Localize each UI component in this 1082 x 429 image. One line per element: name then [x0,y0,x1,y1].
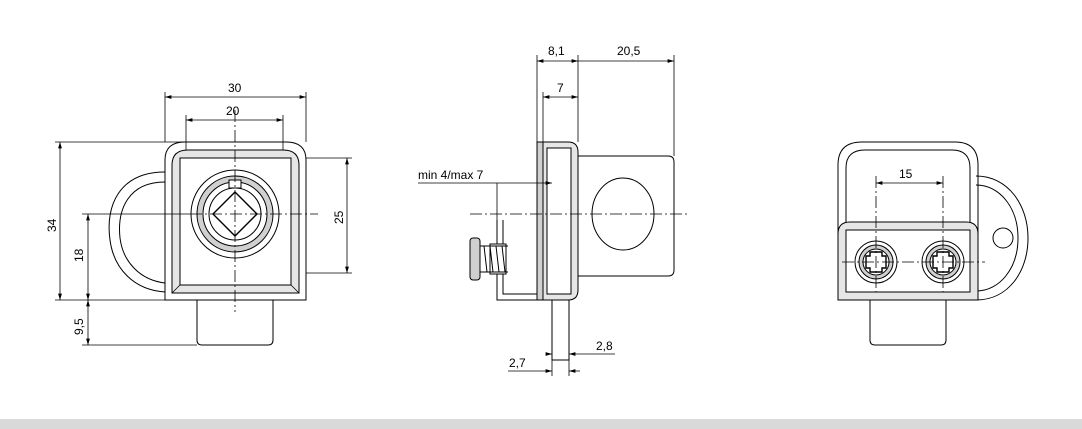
front-view: 30 20 34 18 9,5 25 [45,81,352,346]
rear-ear-hole [992,227,1014,249]
dim-2-8-label: 2,8 [596,339,613,353]
dim-2-7-label: 2,7 [509,356,526,370]
side-cam-tab [551,299,570,361]
technical-drawing: 30 20 34 18 9,5 25 [45,44,1029,376]
footer-bar [0,419,1082,429]
front-handle-loop [108,171,166,293]
rear-ear [975,175,1029,301]
dim-7-label: 7 [557,81,564,95]
dim-20-label: 20 [226,104,240,118]
dim-34-label: 34 [45,218,59,232]
dim-9-5-label: 9,5 [72,318,86,335]
rear-housing [837,141,979,301]
dim-8-1-label: 8,1 [548,44,565,58]
rear-view: 15 [837,141,1029,346]
front-bottom-barrel [196,300,274,346]
dim-15-label: 15 [899,167,913,181]
side-panel [536,141,544,301]
dim-min-max-label: min 4/max 7 [418,168,484,182]
dim-18-label: 18 [72,248,86,262]
rear-bottom-barrel [869,300,947,346]
front-housing [164,141,307,301]
dim-25-label: 25 [332,210,346,224]
side-view: 8,1 20,5 7 min 4/max 7 2,7 2,8 [418,44,688,376]
side-screw-head [469,237,481,281]
dim-20-5-label: 20,5 [617,44,641,58]
side-body [577,155,675,277]
dim-30-label: 30 [228,81,242,95]
